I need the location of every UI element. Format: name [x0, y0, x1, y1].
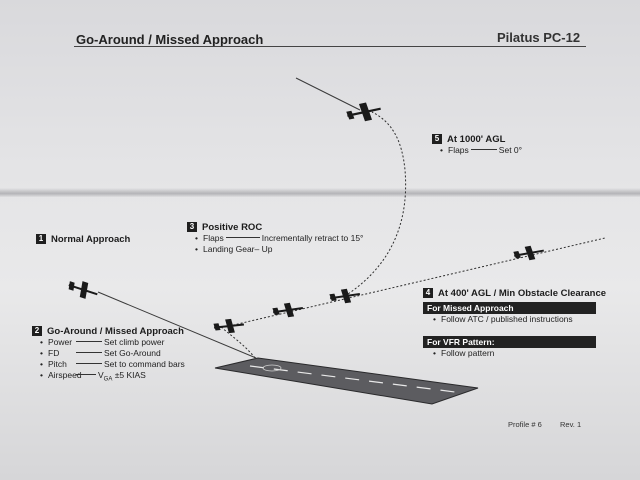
section-1: 1 Normal Approach [36, 234, 130, 245]
airplane-icon [329, 288, 360, 304]
runway [215, 358, 478, 404]
item-value: Set to command bars [104, 359, 185, 369]
departure-line [296, 78, 360, 110]
section-title: At 400' AGL / Min Obstacle Clearance [438, 288, 606, 299]
revision: Rev. 1 [560, 420, 581, 429]
item-label: Flaps [203, 233, 224, 243]
item-value: – Up [255, 244, 273, 254]
item-label: Pitch [48, 359, 84, 370]
item-value: Set climb power [104, 337, 164, 347]
missed-approach-bar: For Missed Approach [423, 302, 596, 314]
item-label: Landing Gear [203, 244, 255, 254]
turnout-path [345, 112, 406, 296]
section-title: At 1000' AGL [447, 134, 505, 145]
vfr-pattern-bar: For VFR Pattern: [423, 336, 596, 348]
airplane-icon [67, 278, 100, 301]
airplane-icon [346, 101, 383, 124]
section-number: 1 [36, 234, 46, 244]
item-value: Set Go-Around [104, 348, 161, 358]
item-label: Airspeed [48, 370, 84, 381]
item-value: Follow pattern [441, 348, 494, 358]
airplane-icon [272, 302, 303, 318]
section-4: 4 At 400' AGL / Min Obstacle Clearance Fo… [423, 288, 606, 359]
section-number: 3 [187, 222, 197, 232]
section-number: 4 [423, 288, 433, 298]
item-value: Set 0° [499, 145, 522, 155]
section-number: 5 [432, 134, 442, 144]
profile-number: Profile # 6 [508, 420, 542, 429]
section-title: Positive ROC [202, 222, 262, 233]
section-title: Go-Around / Missed Approach [47, 326, 184, 337]
section-number: 2 [32, 326, 42, 336]
item-label: Flaps [448, 145, 469, 155]
airplane-icon [213, 319, 244, 334]
item-value: Follow ATC / published instructions [441, 314, 573, 324]
item-value-suffix: ±5 KIAS [112, 370, 146, 380]
airplane-icon [513, 245, 545, 262]
item-label: Power [48, 337, 84, 348]
section-title: Normal Approach [51, 234, 130, 245]
item-value: Incrementally retract to 15° [262, 233, 364, 243]
item-label: FD [48, 348, 84, 359]
